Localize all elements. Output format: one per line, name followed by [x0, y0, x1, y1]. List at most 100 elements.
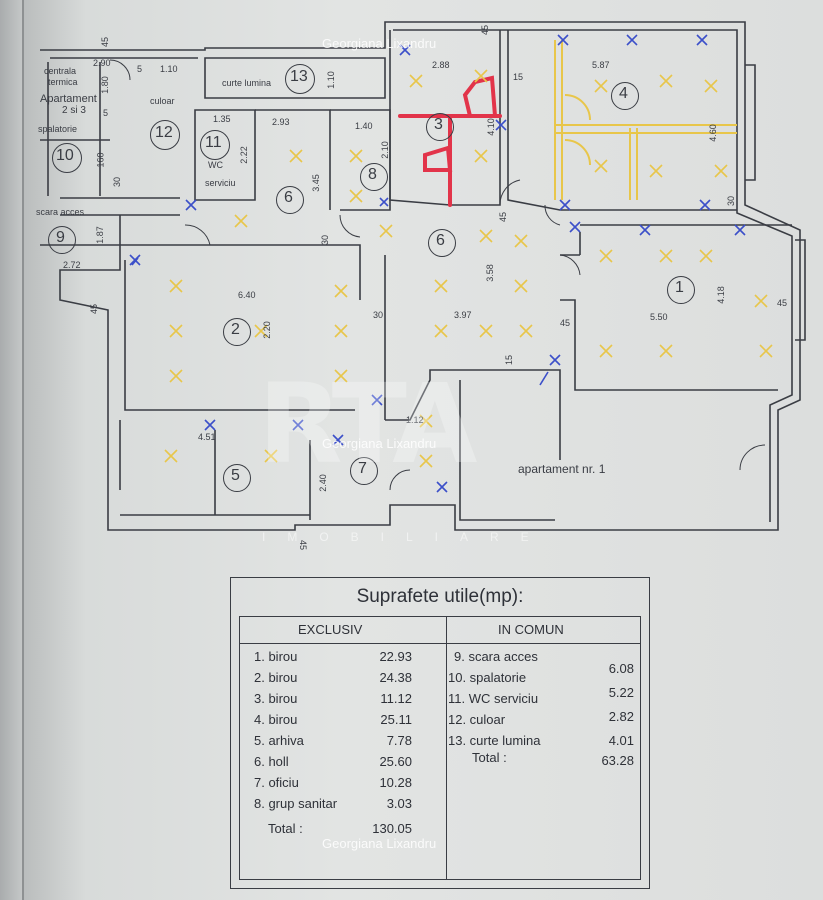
exclusive-row-label: 7. oficiu — [254, 775, 299, 790]
dim-label: 5 — [103, 108, 109, 118]
room-circle-3 — [426, 113, 454, 141]
floor-plan — [40, 21, 806, 531]
room-number-12: 12 — [155, 124, 173, 141]
common-total-value: 63.28 — [601, 753, 634, 768]
dim-label: 2.72 — [63, 260, 81, 270]
dim-label: 1.10 — [325, 71, 336, 89]
room-circle-4 — [611, 82, 639, 110]
exclusive-total-value: 130.05 — [372, 821, 412, 836]
room-circle-6b — [428, 229, 456, 257]
dim-label: 2.10 — [379, 141, 390, 159]
dim-label: 1.10 — [160, 64, 178, 74]
watermark-bottom: Georgiana Lixandru — [322, 836, 437, 851]
common-row-label: 12. culoar — [448, 712, 506, 727]
exclusive-row-label: 6. holl — [254, 754, 289, 769]
room-number-6b: 6 — [436, 232, 445, 249]
dim-label: 45 — [480, 24, 491, 36]
dim-label: 2.20 — [261, 321, 272, 339]
dim-label: 15 — [513, 72, 524, 82]
dim-label: 5.87 — [592, 60, 610, 70]
room-circle-8 — [360, 163, 388, 191]
exclusive-row-value: 24.38 — [379, 670, 412, 685]
dim-label: 4.18 — [715, 286, 726, 304]
dim-label: 1.80 — [99, 76, 110, 94]
room-number-4: 4 — [619, 85, 628, 102]
dim-label: 5 — [137, 64, 143, 74]
room-number-11: 11 — [205, 134, 222, 151]
col-exclusive-header: EXCLUSIV — [298, 622, 363, 637]
table-header-line — [240, 643, 640, 644]
paper-sheet — [22, 0, 823, 900]
dim-label: 5.50 — [650, 312, 668, 322]
exclusive-row-value: 10.28 — [379, 775, 412, 790]
dim-label: 3.45 — [310, 174, 321, 192]
red-sketch — [398, 75, 502, 207]
room-circle-13 — [285, 64, 315, 94]
sheet-edge — [22, 0, 24, 900]
room-circle-9 — [48, 226, 76, 254]
binder-shadow — [0, 0, 22, 900]
dim-label: 30 — [726, 195, 737, 207]
room-number-5: 5 — [231, 467, 240, 484]
dim-label: 4.10 — [485, 118, 496, 136]
rta-logo-watermark: RTA — [258, 360, 477, 488]
dim-label: 30 — [373, 310, 384, 320]
dim-label: 45 — [89, 303, 100, 315]
watermark-middle: Georgiana Lixandru — [322, 436, 437, 451]
yellow-light-marks — [164, 69, 773, 468]
exclusive-row-value: 25.60 — [379, 754, 412, 769]
dim-label: 3.97 — [454, 310, 472, 320]
watermark-top: Georgiana Lixandru — [322, 36, 437, 51]
room-circle-12 — [150, 120, 180, 150]
dim-label: 45 — [100, 36, 111, 48]
room-circle-5 — [223, 464, 251, 492]
dim-label: 160 — [95, 152, 106, 168]
exclusive-row-label: 8. grup sanitar — [254, 796, 338, 811]
exclusive-row-label: 2. birou — [254, 670, 298, 685]
room-number-7: 7 — [358, 460, 367, 477]
outer-wall — [40, 21, 801, 531]
dim-label: 1.40 — [355, 121, 373, 131]
room-circle-7 — [350, 457, 378, 485]
dim-label: 45 — [560, 318, 571, 328]
rta-sub-watermark: IMOBILIARE — [262, 530, 551, 544]
exclusive-row-value: 11.12 — [380, 691, 412, 706]
dim-label: 6.40 — [238, 290, 256, 300]
room-number-1: 1 — [675, 279, 684, 296]
dim-label: 1.87 — [94, 226, 105, 244]
col-common-header: IN COMUN — [498, 622, 564, 637]
label-curte-lumina: curte lumina — [222, 78, 272, 88]
room-number-9: 9 — [56, 229, 65, 246]
common-row-value: 6.08 — [608, 661, 634, 676]
interior-walls — [204, 57, 386, 99]
room-number-2: 2 — [231, 321, 240, 338]
dim-label: 4.60 — [707, 124, 718, 142]
room-number-8: 8 — [368, 166, 377, 183]
label-serviciu: serviciu — [205, 178, 236, 188]
label-wc: WC — [208, 160, 223, 170]
room-circle-1 — [667, 276, 695, 304]
exclusive-row-label: 5. arhiva — [254, 733, 304, 748]
room-circle-2 — [223, 318, 251, 346]
label-centrala: centrala — [44, 66, 77, 76]
label-culoar: culoar — [150, 96, 175, 106]
yellow-partitions — [554, 40, 737, 200]
dim-label: 3.58 — [484, 264, 495, 282]
dim-label: 15 — [504, 354, 515, 366]
label-scara: scara acces — [36, 207, 85, 217]
label-termica: termica — [48, 77, 78, 87]
dim-label: 30 — [112, 176, 123, 188]
common-total-label: Total : — [472, 750, 507, 765]
exclusive-row-label: 4. birou — [254, 712, 298, 727]
label-spalatorie: spalatorie — [38, 124, 78, 134]
room-number-10: 10 — [56, 147, 74, 164]
exclusive-row-label: 3. birou — [254, 691, 298, 706]
dim-label: 2.22 — [238, 146, 249, 164]
dim-label: 1.12 — [406, 415, 424, 425]
exclusive-row-value: 22.93 — [379, 649, 412, 664]
table-divider — [446, 617, 447, 879]
dim-label: 45 — [777, 298, 788, 308]
dim-label: 4.51 — [198, 432, 216, 442]
label-apartament: Apartament — [40, 93, 97, 105]
dim-label: 30 — [320, 234, 331, 246]
